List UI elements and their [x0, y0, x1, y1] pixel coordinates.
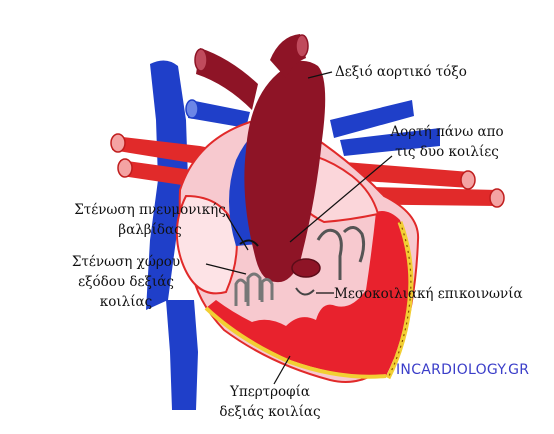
- pulmonary-valve: [239, 239, 259, 247]
- label-outflow-stenosis-line-2: εξόδου δεξιάς: [78, 274, 174, 290]
- left-artery-end-2: [117, 158, 133, 178]
- pointer-pulmonary-stenosis: [225, 213, 249, 251]
- septum: [295, 287, 315, 296]
- right-atrium: [175, 194, 238, 295]
- label-rvh-line-1: Υπερτροφία: [229, 384, 311, 400]
- right-ventricle-wall: [206, 211, 409, 377]
- pointer-outflow-stenosis: [205, 263, 247, 275]
- superior-vena-cava: [146, 60, 188, 310]
- label-pulmonary-stenosis-line-1: Στένωση πνευμονικής: [74, 202, 226, 218]
- pointer-aortic-arch: [307, 71, 333, 79]
- inferior-vena-cava: [166, 300, 198, 410]
- label-pulmonary-stenosis-line-2: βαλβίδας: [118, 222, 182, 238]
- right-artery-end-2: [489, 188, 505, 208]
- left-pulmonary-artery-end: [185, 99, 199, 119]
- aorta-descending: [298, 62, 322, 140]
- label-vsd: Μεσοκοιλιακή επικοινωνία: [334, 286, 523, 302]
- aorta-branch-end-1: [194, 48, 208, 72]
- aortic-arch: [244, 60, 326, 283]
- right-pulmonary-veins: [330, 100, 440, 156]
- label-rvh-line-2: δεξιάς κοιλίας: [219, 404, 321, 420]
- watermark: INCARDIOLOGY.GR: [396, 362, 530, 378]
- aorta-top: [196, 34, 306, 110]
- left-artery-end-1: [110, 133, 126, 153]
- label-outflow-stenosis: Στένωση χώρου εξόδου δεξιάς κοιλίας: [66, 252, 186, 312]
- label-aortic-arch: Δεξιό αορτικό τόξο: [335, 64, 467, 80]
- aorta-branch-end-2: [295, 34, 309, 58]
- pointer-overriding-aorta: [289, 155, 393, 243]
- label-pulmonary-stenosis: Στένωση πνευμονικής βαλβίδας: [66, 200, 234, 240]
- right-artery-end-1: [460, 170, 476, 190]
- label-outflow-stenosis-line-1: Στένωση χώρου: [71, 254, 181, 270]
- hypertrophy-rim-dots: [387, 221, 412, 379]
- label-overriding-aorta-line-1: Αορτή πάνω απο: [390, 124, 504, 140]
- tricuspid-valve: [234, 272, 274, 306]
- label-overriding-aorta: Αορτή πάνω απο τις δυο κοιλίες: [372, 122, 522, 162]
- aortic-root: [291, 258, 321, 278]
- mitral-valve: [316, 226, 366, 280]
- apex-rim: [204, 306, 387, 379]
- label-outflow-stenosis-line-3: κοιλίας: [99, 294, 153, 310]
- left-pulmonary-artery: [188, 100, 250, 128]
- pointer-rvh: [273, 355, 291, 385]
- label-rvh: Υπερτροφία δεξιάς κοιλίας: [200, 382, 340, 422]
- label-overriding-aorta-line-2: τις δυο κοιλίες: [395, 144, 499, 160]
